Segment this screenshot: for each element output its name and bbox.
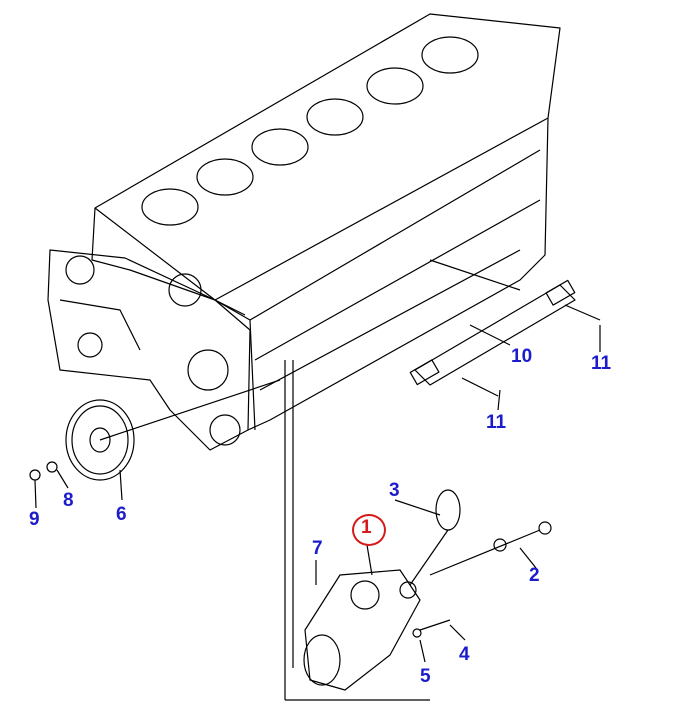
callout-3[interactable]: 3 [389,480,400,501]
engine-block [47,13,561,701]
callout-6[interactable]: 6 [116,504,127,525]
callout-8[interactable]: 8 [63,490,74,511]
callout-5[interactable]: 5 [420,666,431,687]
callout-11[interactable]: 11 [486,412,507,433]
callout-7[interactable]: 7 [312,538,323,559]
fuel-rail [409,259,601,411]
selected-part-highlight-ring [352,514,386,546]
callout-11[interactable]: 11 [591,353,612,374]
callout-1[interactable]: 1 [361,517,372,538]
callout-2[interactable]: 2 [529,565,540,586]
fuel-pump [303,489,552,691]
callout-4[interactable]: 4 [459,644,470,665]
callout-9[interactable]: 9 [29,509,40,530]
idler-gear [29,379,281,509]
callout-10[interactable]: 10 [511,346,533,367]
